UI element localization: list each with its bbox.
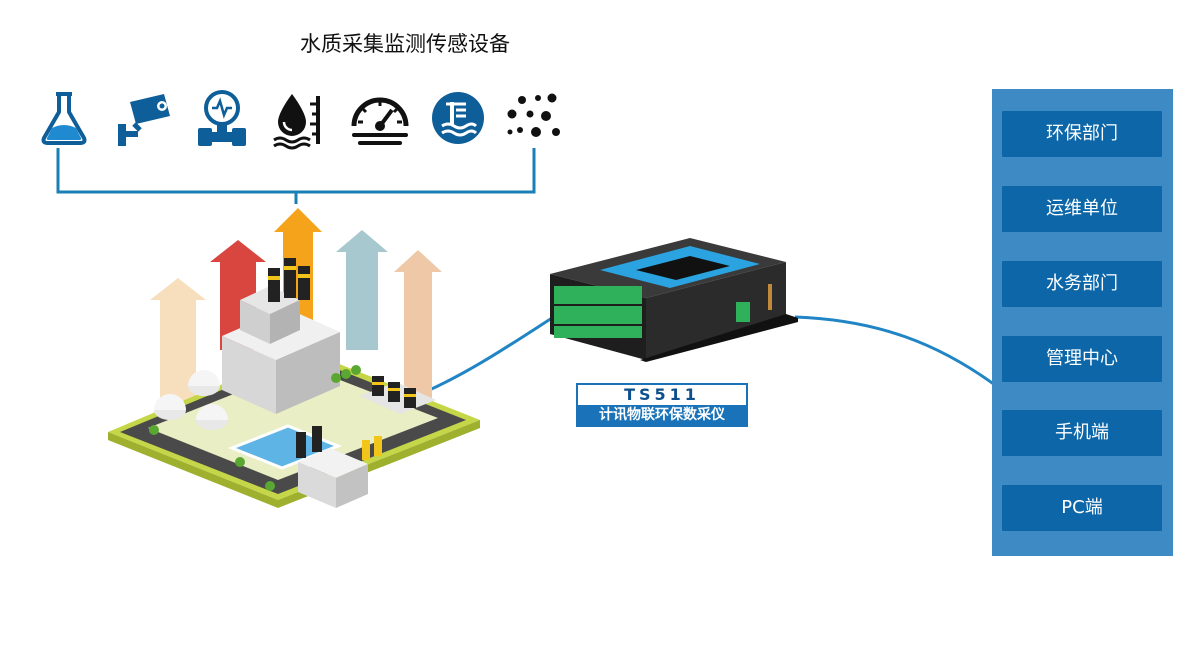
pressure-gauge-icon [190, 86, 254, 150]
target-water-dept: 水务部门 [1002, 261, 1162, 307]
terminal-block [554, 286, 642, 338]
device-panel-cable [794, 315, 996, 387]
water-level-icon [270, 86, 334, 150]
flask-icon [32, 86, 96, 150]
target-mobile: 手机端 [1002, 410, 1162, 456]
sensor-bracket-line [56, 148, 536, 194]
speedometer-icon [348, 86, 412, 150]
target-pc: PC端 [1002, 485, 1162, 531]
factory-illustration [100, 200, 490, 545]
target-management-center: 管理中心 [1002, 336, 1162, 382]
factory-device-cable [424, 316, 553, 394]
target-operations-unit: 运维单位 [1002, 186, 1162, 232]
camera-icon [112, 86, 176, 150]
device-label: TS511 计讯物联环保数采仪 [576, 383, 748, 427]
particles-icon [502, 86, 566, 150]
destination-panel: 环保部门 运维单位 水务部门 管理中心 手机端 PC端 [992, 89, 1173, 556]
ts511-device-illustration [540, 234, 800, 374]
water-temperature-icon [426, 86, 490, 150]
device-model: TS511 [624, 385, 700, 404]
diagram-title: 水质采集监测传感设备 [300, 32, 510, 56]
target-environmental-dept: 环保部门 [1002, 111, 1162, 157]
device-name: 计讯物联环保数采仪 [578, 405, 746, 425]
